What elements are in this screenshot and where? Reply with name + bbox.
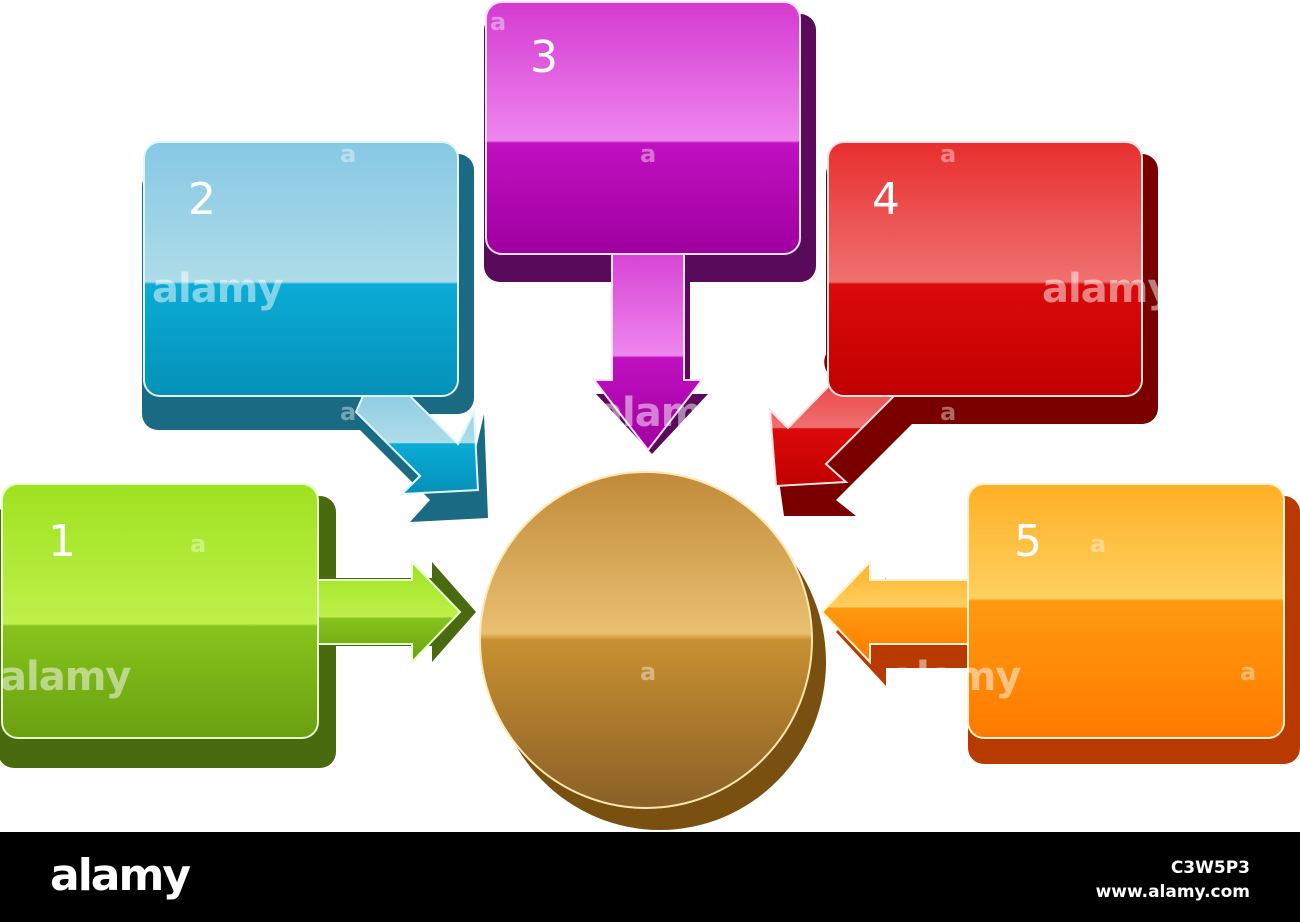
watermark-mark: a [1240, 658, 1256, 686]
watermark-mark: a [490, 8, 506, 36]
box-3-arrow [591, 239, 705, 452]
box-5: 5 [820, 483, 1300, 764]
watermark-mark: a [1090, 530, 1106, 558]
watermark-mark: a [640, 140, 656, 168]
watermark-text: alamy [0, 654, 131, 700]
box-4-number: 4 [872, 174, 900, 225]
footer-logo: alamy [50, 850, 191, 901]
watermark-mark: a [190, 530, 206, 558]
box-2: 2 [142, 141, 488, 522]
watermark-text: alamy [1042, 266, 1173, 312]
box-1: 1 [0, 483, 476, 768]
footer-bar: alamy C3W5P3 www.alamy.com [0, 832, 1300, 922]
watermark-layer: alamy alamy alamy alamy alamy a a a a a … [0, 8, 1256, 700]
watermark-mark: a [940, 140, 956, 168]
watermark-mark: a [940, 398, 956, 426]
box-4: 4 [768, 141, 1158, 516]
box-2-number: 2 [188, 174, 216, 225]
watermark-text: alamy [152, 266, 283, 312]
footer-url: www.alamy.com [1095, 882, 1250, 902]
watermark-mark: a [340, 140, 356, 168]
watermark-mark: a [340, 398, 356, 426]
watermark-text: alamy [596, 390, 727, 436]
watermark-text: alamy [890, 654, 1021, 700]
footer-credits: C3W5P3 www.alamy.com [1096, 856, 1250, 904]
box-1-number: 1 [48, 516, 76, 567]
center-circle [479, 471, 826, 830]
box-3: 3 [484, 1, 816, 454]
box-5-number: 5 [1014, 516, 1042, 567]
box-2-arrow [354, 379, 480, 496]
watermark-mark: a [640, 658, 656, 686]
box-3-number: 3 [530, 32, 558, 83]
image-id: C3W5P3 [1170, 858, 1250, 878]
